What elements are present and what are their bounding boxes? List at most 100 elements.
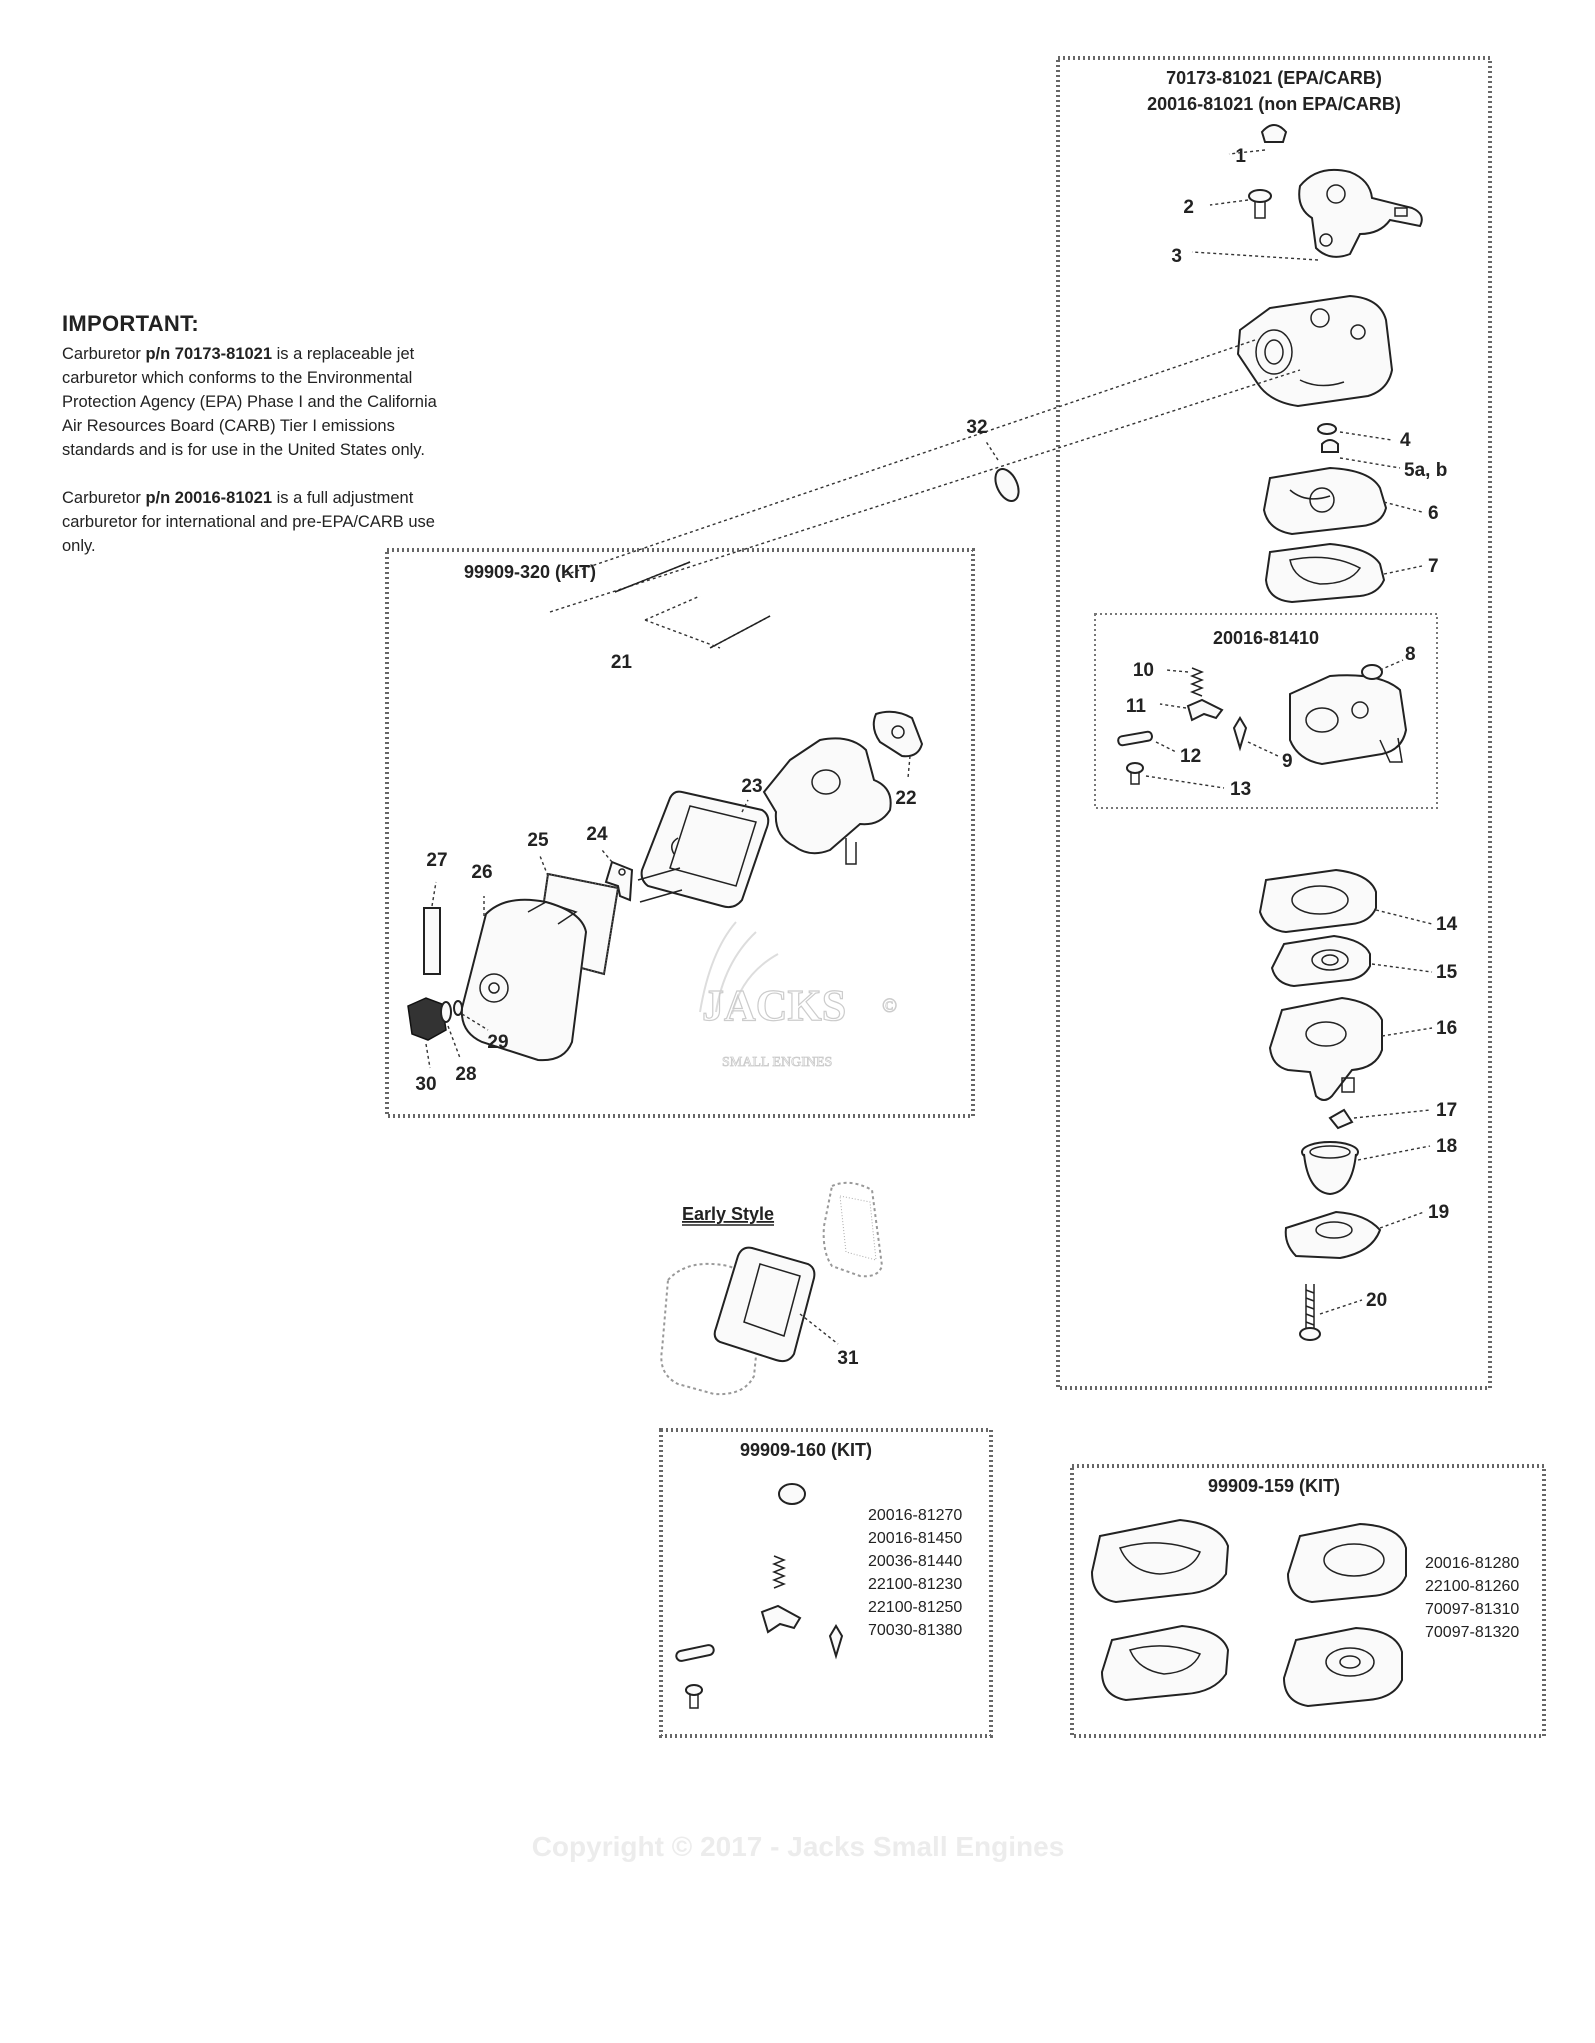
kit-159-pn-3: 70097-81310 [1425, 1601, 1519, 1618]
part-18-primer-bulb [1301, 1141, 1359, 1196]
inner-box-20016-81410 [1094, 613, 1438, 809]
label-7: 7 [1428, 556, 1439, 577]
part-23-air-cleaner-base [640, 790, 770, 909]
part-16-pump-body [1268, 996, 1383, 1101]
label-31: 31 [837, 1348, 859, 1369]
leader-kit-to-carb-lower [549, 369, 1301, 613]
part-7-gasket [1264, 542, 1386, 604]
part-20-screw [1299, 1284, 1321, 1341]
part-1-cap [1260, 124, 1288, 143]
watermark-subtext: SMALL ENGINES [722, 1055, 832, 1070]
label-6: 6 [1428, 503, 1439, 524]
carb-title-epa: 70173-81021 (EPA/CARB) [1166, 68, 1382, 88]
kit-159-part-numbers: 20016-81280 22100-81260 70097-81310 7009… [1425, 1555, 1519, 1641]
part-15-pump-diaphragm [1270, 934, 1371, 988]
part-31-early-gasket [713, 1246, 816, 1363]
label-12: 12 [1180, 746, 1201, 767]
kit-160-pn-1: 20016-81270 [868, 1507, 962, 1524]
label-28: 28 [455, 1064, 476, 1085]
watermark-reg: © [882, 995, 897, 1017]
kit-160-pn-6: 70030-81380 [868, 1622, 962, 1639]
label-19: 19 [1428, 1202, 1449, 1223]
part-27-label [423, 907, 441, 975]
label-11: 11 [1126, 696, 1147, 717]
part-5-needle [1321, 439, 1339, 453]
label-8: 8 [1405, 644, 1416, 665]
part-24-bracket [604, 860, 683, 903]
label-27: 27 [426, 850, 447, 871]
kit-159-pn-4: 70097-81320 [1425, 1624, 1519, 1641]
label-20: 20 [1366, 1290, 1387, 1311]
kit-160-part-numbers: 20016-81270 20016-81450 20036-81440 2210… [868, 1507, 962, 1639]
label-25: 25 [527, 830, 549, 851]
kit-160-box [659, 1428, 993, 1738]
part-9-needle-valve [1232, 716, 1248, 752]
label-16: 16 [1436, 1018, 1457, 1039]
kit-160-pn-5: 22100-81250 [868, 1599, 962, 1616]
important-heading: IMPORTANT: [62, 311, 200, 336]
early-style-filter-ghost [822, 1181, 884, 1278]
carb-title-non-epa: 20016-81021 (non EPA/CARB) [1147, 94, 1401, 114]
part-6-metering-diaphragm [1262, 466, 1388, 536]
part-22-gasket [872, 710, 924, 758]
note-paragraph-2: Carburetor p/n 20016-81021 is a full adj… [62, 486, 437, 558]
part-14-gasket [1258, 868, 1377, 934]
label-22: 22 [895, 788, 916, 809]
label-4: 4 [1400, 430, 1411, 451]
kit-159-pn-2: 22100-81260 [1425, 1578, 1519, 1595]
label-1: 1 [1235, 146, 1246, 167]
kit-160-pn-4: 22100-81230 [868, 1576, 962, 1593]
note-p2-pre: Carburetor [62, 489, 146, 507]
note-paragraph-1: Carburetor p/n 70173-81021 is a replacea… [62, 342, 437, 462]
label-21: 21 [611, 652, 633, 673]
label-30: 30 [415, 1074, 436, 1095]
kit-160-parts-drawing [675, 1483, 844, 1709]
carburetor-box [1056, 56, 1492, 1390]
part-11-lever [1186, 698, 1224, 722]
label-13: 13 [1230, 779, 1251, 800]
part-13-screw [1126, 762, 1144, 785]
label-26: 26 [471, 862, 492, 883]
early-style-title: Early Style [682, 1204, 774, 1224]
part-12-pin [1117, 730, 1153, 747]
note-p2-post: is a full adjustment carburetor for inte… [62, 489, 435, 555]
note-p1-part-number: p/n 70173-81021 [145, 345, 273, 363]
label-2: 2 [1183, 197, 1194, 218]
copyright-text: Copyright © 2017 - Jacks Small Engines [532, 1831, 1065, 1862]
label-15: 15 [1436, 962, 1458, 983]
kit-159-pn-1: 20016-81280 [1425, 1555, 1519, 1572]
label-3: 3 [1171, 246, 1182, 267]
watermark-text: JACKS [702, 981, 846, 1030]
part-8-plug [1361, 664, 1383, 680]
kit-159-title: 99909-159 (KIT) [1208, 1476, 1340, 1496]
leader-kit-to-carb-upper [564, 339, 1256, 576]
label-23: 23 [741, 776, 762, 797]
important-note: IMPORTANT: Carburetor p/n 70173-81021 is… [62, 312, 437, 582]
kit-160-title: 99909-160 (KIT) [740, 1440, 872, 1460]
part-4-needle-cap [1317, 423, 1337, 435]
part-3-carb-cover [1298, 168, 1423, 258]
label-14: 14 [1436, 914, 1458, 935]
note-p1-post: is a replaceable jet carburetor which co… [62, 345, 437, 459]
label-18: 18 [1436, 1136, 1457, 1157]
kit-160-pn-2: 20016-81450 [868, 1530, 962, 1547]
part-8-carb-body-lower [1289, 674, 1408, 766]
part-29-seal [453, 1000, 463, 1016]
kit-160-pn-3: 20036-81440 [868, 1553, 962, 1570]
label-10: 10 [1133, 660, 1154, 681]
jacks-watermark-logo: JACKS SMALL ENGINES © [699, 921, 898, 1070]
kit-320-box [385, 548, 975, 1118]
part-2-screw [1248, 189, 1272, 219]
part-28-washer [440, 1001, 452, 1023]
part-17-check-valve [1328, 1108, 1354, 1130]
carburetor-assembly-ghost [762, 737, 892, 865]
note-p2-part-number: p/n 20016-81021 [145, 489, 273, 507]
label-32: 32 [966, 417, 987, 438]
part-21-bolts [614, 561, 771, 649]
label-24: 24 [586, 824, 608, 845]
kit-159-box [1070, 1464, 1546, 1738]
label-29: 29 [487, 1032, 508, 1053]
part-19-primer-cover [1284, 1210, 1382, 1260]
inner-box-title: 20016-81410 [1213, 628, 1319, 648]
